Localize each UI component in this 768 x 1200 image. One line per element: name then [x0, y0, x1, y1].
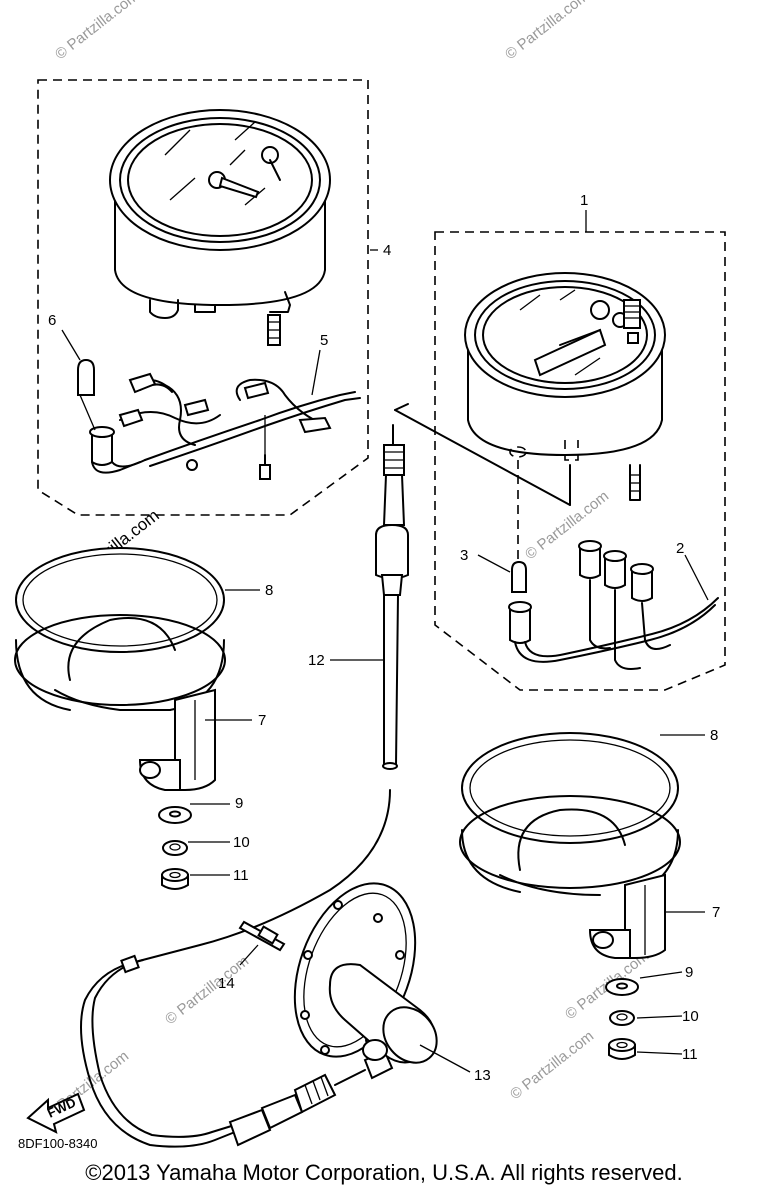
diagram-code: 8DF100-8340: [18, 1136, 98, 1151]
callout-11-right: 11: [682, 1046, 698, 1063]
callout-7-right: 7: [712, 904, 720, 921]
callout-10-right: 10: [682, 1008, 699, 1025]
nut-left: [161, 868, 189, 890]
pickup-housing: [293, 882, 438, 1064]
watermark: © Partzilla.com: [502, 0, 592, 63]
watermark: © Partzilla.com: [52, 0, 142, 63]
callout-1: 1: [580, 192, 588, 209]
nut-right: [608, 1038, 636, 1060]
callout-14: 14: [218, 975, 235, 992]
wire-harness-left: [118, 372, 361, 480]
callout-9-right: 9: [685, 964, 693, 981]
copyright-notice: ©2013 Yamaha Motor Corporation, U.S.A. A…: [85, 1160, 683, 1185]
watermark: © Partzilla.com: [507, 1028, 597, 1104]
bulb-socket-left: [77, 358, 146, 474]
lock-washer-left: [162, 840, 188, 856]
assembly-boundary-left: [37, 79, 369, 516]
callout-8-right: 8: [710, 727, 718, 744]
callout-11-left: 11: [233, 867, 249, 884]
wire-connectors-right: [578, 540, 671, 670]
callout-12: 12: [308, 652, 325, 669]
assembly-boundary-right: [434, 231, 726, 691]
gauge-left-assembly: [109, 109, 331, 346]
callout-3: 3: [460, 547, 468, 564]
callout-8-left: 8: [265, 582, 273, 599]
callout-7-left: 7: [258, 712, 266, 729]
callout-13: 13: [474, 1067, 491, 1084]
cable-end-fitting: [228, 1050, 394, 1147]
lock-washer-right: [609, 1010, 635, 1026]
pin: [238, 920, 286, 952]
watermark: © Partzilla.com: [162, 953, 252, 1029]
callout-4: 4: [383, 242, 391, 259]
washer-right: [605, 978, 639, 996]
gauge-right-assembly: [464, 272, 666, 501]
callout-9-left: 9: [235, 795, 243, 812]
connector-leads-right: [394, 403, 571, 560]
callout-6: 6: [48, 312, 56, 329]
callout-10-left: 10: [233, 834, 250, 851]
callout-5: 5: [320, 332, 328, 349]
gauge-bracket-left: [14, 547, 226, 791]
tachometer-cable: [80, 424, 409, 1148]
gauge-bracket-right: [459, 732, 681, 959]
forward-arrow-icon: FWD: [26, 1092, 86, 1134]
callout-2: 2: [676, 540, 684, 557]
washer-left: [158, 806, 192, 824]
